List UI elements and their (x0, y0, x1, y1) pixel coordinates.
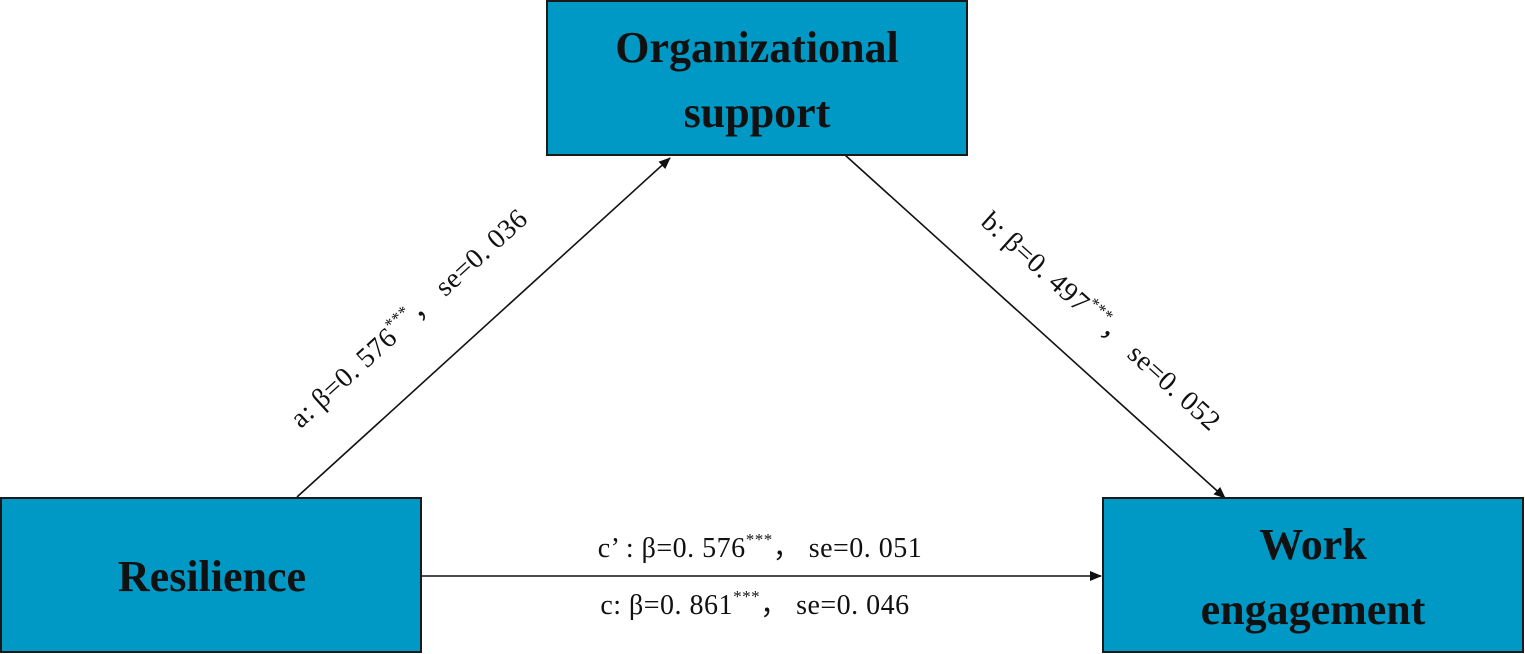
path-a-arrow (296, 157, 671, 498)
path-a-se: ， se=0. 036 (403, 203, 535, 327)
path-c-prime-se: ， se=0. 051 (773, 533, 923, 564)
path-b-label: b: β=0. 497***， se=0. 052 (975, 204, 1229, 438)
path-c-coefficient: c: β=0. 861 (600, 590, 733, 621)
node-work-engagement: Work engagement (1102, 497, 1524, 653)
node-work-engagement-label-line2: engagement (1201, 585, 1426, 634)
path-a-label: a: β=0. 576***， se=0. 036 (282, 201, 534, 434)
path-c-prime-label: c’ : β=0. 576***， se=0. 051 (598, 530, 923, 564)
path-c-label: c: β=0. 861***， se=0. 046 (600, 587, 909, 621)
node-resilience-label: Resilience (118, 552, 306, 601)
node-organizational-support-box (546, 0, 968, 156)
node-organizational-support-label-line1: Organizational (615, 23, 899, 72)
path-b-se: ， se=0. 052 (1095, 314, 1227, 437)
node-work-engagement-label-line1: Work (1259, 520, 1367, 569)
node-organizational-support-label-line2: support (684, 88, 831, 137)
path-c-se: ， se=0. 046 (760, 590, 910, 621)
path-c-prime-significance: *** (746, 530, 773, 549)
path-b-coefficient: b: β=0. 497 (975, 206, 1095, 319)
node-work-engagement-box (1102, 497, 1524, 653)
path-c-significance: *** (733, 587, 760, 606)
path-c-prime-coefficient: c’ : β=0. 576 (598, 533, 746, 564)
node-organizational-support: Organizational support (546, 0, 968, 156)
node-resilience-box (0, 497, 422, 653)
node-resilience: Resilience (0, 497, 422, 653)
path-b-arrow (844, 154, 1226, 499)
